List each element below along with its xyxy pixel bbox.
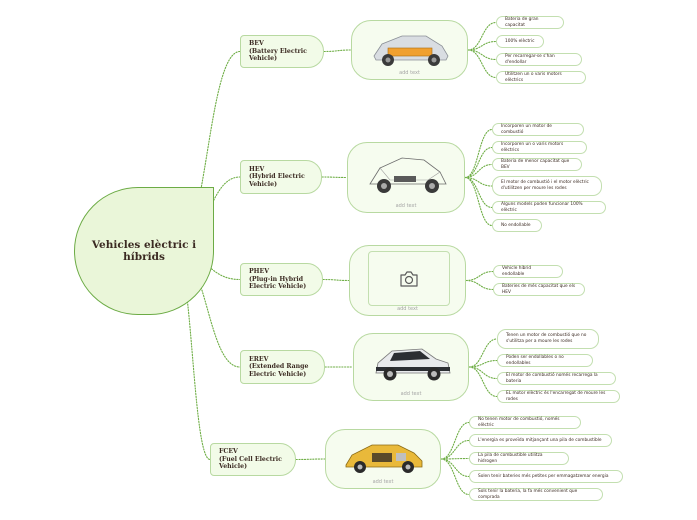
connector-line (440, 457, 470, 460)
leaf-text: EL motor elèctric és l'encarregat de mou… (506, 390, 606, 402)
leaf-text: Incorporen un motor de combustió (501, 123, 552, 135)
camera-placeholder-icon (400, 270, 418, 287)
connector-line (468, 366, 498, 398)
image-node-phev[interactable]: add text (349, 245, 466, 316)
connector-line (440, 439, 470, 460)
image-caption: add text (372, 479, 394, 485)
image-node-erev[interactable]: add text (353, 333, 469, 401)
car-chassis-battery-icon (373, 35, 449, 66)
topic-erev[interactable]: EREV (Extended Range Electric Vehicle) (240, 350, 325, 384)
leaf-erev-1[interactable]: Poden ser endollables o no endollables (497, 354, 593, 367)
leaf-bev-0[interactable]: Bateria de gran capacitat (496, 16, 564, 29)
central-topic[interactable]: Vehicles elèctric i híbrids (74, 187, 214, 315)
connector-line (440, 421, 470, 460)
leaf-text: El motor de combustió i el motor elèctri… (501, 180, 589, 191)
photo-placeholder (368, 251, 450, 306)
leaf-phev-1[interactable]: Bateries de més capacitat que els HEV (493, 283, 585, 296)
image-caption: add text (395, 203, 417, 209)
connector-line (295, 458, 326, 461)
leaf-hev-4[interactable]: Alguns models poden funcionar 100% elèct… (492, 201, 606, 214)
connector-line (467, 49, 497, 79)
leaf-fcev-3[interactable]: Solen tenir bateries més petites per emm… (469, 470, 623, 483)
leaf-text: No tenen motor de combustió, només elèct… (478, 416, 560, 428)
leaf-fcev-1[interactable]: L'energia es proveïda mitjançant una pil… (469, 434, 612, 447)
leaf-text: Incorporen un o varis motors elèctrics (501, 141, 564, 153)
leaf-text: Bateria de menor capacitat que BEV (501, 158, 570, 170)
topic-phev[interactable]: PHEV (Plug-in Hybrid Electric Vehicle) (240, 263, 323, 296)
connector-line (467, 21, 497, 51)
connector-line (465, 279, 494, 291)
topic-hev-label: HEV (Hybrid Electric Vehicle) (249, 165, 305, 188)
leaf-fcev-2[interactable]: La pila de combustible utilitza hidrogen (469, 452, 569, 465)
topic-erev-label: EREV (Extended Range Electric Vehicle) (249, 355, 309, 378)
leaf-text: Tenen un motor de combustió que no s'uti… (506, 333, 587, 344)
topic-phev-label: PHEV (Plug-in Hybrid Electric Vehicle) (249, 268, 307, 291)
leaf-hev-2[interactable]: Bateria de menor capacitat que BEV (492, 158, 582, 171)
connector-line (440, 458, 470, 478)
topic-fcev[interactable]: FCEV (Fuel Cell Electric Vehicle) (210, 443, 296, 476)
connector-line (440, 458, 470, 496)
connector-line (465, 270, 494, 282)
image-caption: add text (400, 391, 422, 397)
leaf-text: Bateries de més capacitat que els HEV (502, 283, 576, 295)
image-node-bev[interactable]: add text (351, 20, 468, 80)
leaf-erev-3[interactable]: EL motor elèctric és l'encarregat de mou… (497, 390, 620, 403)
leaf-bev-2[interactable]: Per recarregar-se s'han d'endollar (496, 53, 582, 66)
image-caption: add text (397, 306, 418, 312)
topic-bev[interactable]: BEV (Battery Electric Vehicle) (240, 35, 324, 68)
connector-line (464, 146, 493, 179)
topic-bev-label: BEV (Battery Electric Vehicle) (249, 40, 307, 63)
leaf-text: Solen tenir bateries més petites per emm… (478, 473, 609, 479)
leaf-hev-5[interactable]: No endollable (492, 219, 542, 232)
leaf-erev-2[interactable]: El motor de combustió només recarrega la… (497, 372, 616, 385)
leaf-erev-0[interactable]: Tenen un motor de combustió que no s'uti… (497, 329, 599, 349)
leaf-hev-1[interactable]: Incorporen un o varis motors elèctrics (492, 141, 587, 154)
connector-line (322, 278, 350, 282)
image-caption: add text (399, 70, 420, 76)
leaf-text: Per recarregar-se s'han d'endollar (505, 53, 555, 65)
leaf-text: El motor de combustió només recarrega la… (506, 372, 598, 384)
leaf-phev-0[interactable]: Vehicle híbrid endollable (493, 265, 563, 278)
leaf-text: Utilitzen un o varis motors elèctrics (505, 71, 562, 83)
topic-fcev-label: FCEV (Fuel Cell Electric Vehicle) (219, 448, 282, 471)
leaf-text: Sols tenir la bateria, la fa més conveni… (478, 488, 578, 500)
leaf-bev-3[interactable]: Utilitzen un o varis motors elèctrics (496, 71, 586, 84)
connector-line (464, 128, 493, 179)
image-node-fcev[interactable]: add text (325, 429, 441, 489)
leaf-text: La pila de combustible utilitza hidrogen (478, 452, 543, 464)
leaf-hev-0[interactable]: Incorporen un motor de combustió (492, 123, 584, 136)
leaf-fcev-0[interactable]: No tenen motor de combustió, només elèct… (469, 416, 581, 429)
connector-line (468, 366, 498, 380)
leaf-text: No endollable (501, 222, 531, 228)
leaf-text: Bateria de gran capacitat (505, 16, 539, 28)
leaf-text: 100% elèctric (505, 38, 535, 44)
topic-hev[interactable]: HEV (Hybrid Electric Vehicle) (240, 160, 322, 194)
connector-line (467, 49, 497, 61)
leaf-bev-1[interactable]: 100% elèctric (496, 35, 544, 48)
connector-line (464, 163, 493, 179)
connector-line (323, 49, 352, 53)
leaf-hev-3[interactable]: El motor de combustió i el motor elèctri… (492, 176, 602, 196)
leaf-fcev-4[interactable]: Sols tenir la bateria, la fa més conveni… (469, 488, 603, 501)
hybrid-car-chassis-icon (369, 157, 447, 193)
fuel-cell-car-icon (345, 444, 423, 473)
connector-line (464, 176, 493, 227)
leaf-text: Alguns models poden funcionar 100% elèct… (501, 201, 583, 213)
leaf-text: Vehicle híbrid endollable (502, 265, 532, 277)
central-topic-label: Vehicles elèctric i híbrids (91, 239, 197, 263)
leaf-text: L'energia es proveïda mitjançant una pil… (478, 437, 602, 443)
connector-line (468, 338, 498, 368)
leaf-text: Poden ser endollables o no endollables (506, 354, 564, 366)
connector-line (321, 176, 348, 179)
image-node-hev[interactable]: add text (347, 142, 465, 213)
electric-hatchback-icon (375, 348, 451, 381)
